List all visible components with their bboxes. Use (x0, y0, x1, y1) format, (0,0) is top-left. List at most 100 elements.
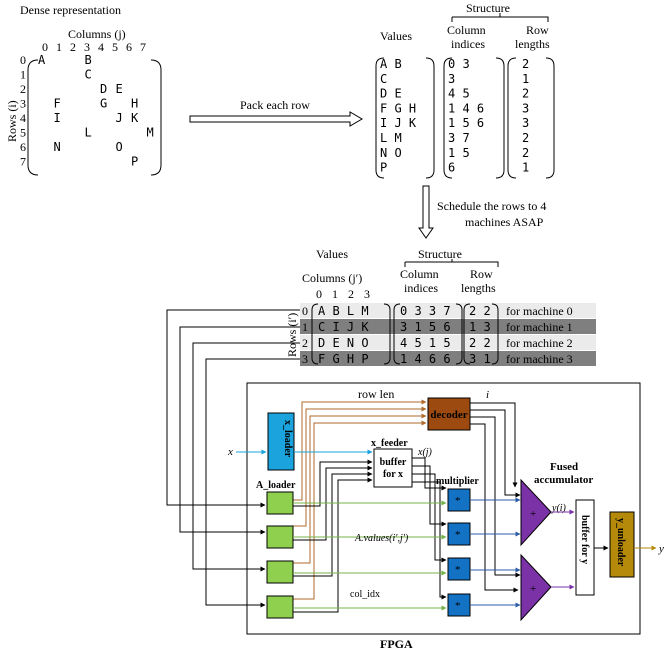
i-label: i (486, 389, 489, 401)
sched-row-index: 0 (302, 304, 308, 318)
packed-colidx-row: 1 5 (448, 146, 470, 160)
fpga-block: FPGA row len decoder i x_loader x x_feed… (227, 382, 664, 650)
dense-cell: P (131, 155, 138, 169)
dense-cell: C (85, 68, 92, 82)
sched-col-indices: 4 5 1 5 (400, 336, 451, 350)
decoder-block (427, 397, 471, 431)
a-loader-block (266, 595, 294, 619)
sched-row-band (300, 335, 596, 350)
dense-cell: I (54, 111, 61, 125)
dense-cell: K (131, 111, 139, 125)
sched-row-index: 1 (302, 320, 308, 334)
dense-cell: G (100, 97, 107, 111)
dense-row-index: 1 (20, 68, 26, 82)
packed-colidx-row: 0 3 (448, 57, 470, 71)
schedule-label-1: Schedule the rows to 4 (437, 199, 546, 213)
decoder-output-wires (470, 402, 521, 593)
packed-value-row: F G H (380, 101, 416, 115)
fused-label-1: Fused (550, 461, 578, 473)
pack-label: Pack each row (240, 98, 310, 112)
col-idx-wires (293, 459, 373, 613)
packed-value-row: D E (380, 87, 402, 101)
sched-row-band (300, 351, 596, 366)
sched-machine-label: for machine 2 (506, 336, 573, 350)
x-loader-block (267, 412, 295, 471)
y-unloader-block (609, 511, 635, 578)
sched-colidx-title-2: indices (404, 281, 438, 295)
schedule-label-2: machines ASAP (465, 215, 544, 229)
dense-cell: J (116, 111, 123, 125)
dense-col-index: 3 (84, 40, 90, 54)
x-buffer-block (373, 448, 413, 488)
accumulator-1 (520, 478, 552, 547)
a-values-label: A.values(i′,j′) (354, 533, 409, 544)
multiplier-symbol: * (455, 529, 461, 541)
yi-label: y(i) (551, 503, 567, 514)
sched-row-lengths: 2 2 (469, 336, 491, 350)
a-loader-block (266, 560, 294, 584)
packed-colidx-title-1: Column (447, 23, 486, 37)
packed-colidx-row: 3 7 (448, 131, 470, 145)
dense-right-bracket (150, 59, 162, 176)
packed-representation: Values Structure Column indices Row leng… (375, 1, 555, 179)
sched-row-band (300, 319, 596, 334)
y-unloader-label: y_unloader (615, 518, 626, 567)
sched-col-indices: 1 4 6 6 (400, 352, 451, 366)
x-loader-label: x_loader (282, 420, 293, 458)
packed-value-row: P (380, 161, 387, 175)
packed-colidx-row: 3 (448, 72, 455, 86)
values-wires (293, 500, 447, 611)
dense-col-index: 2 (70, 40, 76, 54)
dense-cell: O (116, 140, 123, 154)
packed-rowlen-row: 3 (522, 116, 529, 130)
sched-values: C I J K (318, 320, 369, 334)
accumulator-2 (520, 553, 552, 622)
dense-rows-label: Rows (i) (5, 100, 19, 142)
dense-col-index: 4 (98, 40, 104, 54)
sched-colidx-title-1: Column (400, 267, 439, 281)
multiplier-label: multiplier (436, 476, 479, 487)
sched-values: A B L M (318, 304, 369, 318)
fpga-border (246, 382, 641, 635)
packed-colidx-row: 4 5 (448, 87, 470, 101)
dense-cell: F (54, 97, 61, 111)
sched-machine-label: for machine 1 (506, 320, 573, 334)
sched-values: F G H P (318, 352, 369, 366)
sched-machine-label: for machine 3 (506, 352, 573, 366)
sched-row-band (300, 303, 596, 318)
row-len-wires (293, 399, 427, 600)
schedule-arrow: Schedule the rows to 4 machines ASAP (418, 185, 546, 239)
y-buffer-label: buffer for y (579, 515, 590, 564)
dense-title: Dense representation (20, 3, 121, 17)
y-output-label: y (658, 543, 664, 555)
col-idx-label: col_idx (350, 589, 380, 600)
dense-col-index: 5 (112, 40, 118, 54)
packed-value-row: N O (380, 146, 402, 160)
x-to-multiplier-wires (412, 457, 447, 600)
x-feeder-label: x_feeder (371, 438, 408, 449)
dense-cell: M (147, 126, 154, 140)
dense-col-index: 0 (42, 40, 48, 54)
sched-values: D E N O (318, 336, 369, 350)
fpga-label: FPGA (380, 637, 413, 650)
packed-rowlen-row: 2 (522, 131, 529, 145)
packed-rowlen-row: 2 (522, 146, 529, 160)
dense-row-index: 5 (20, 126, 26, 140)
packed-value-row: L M (380, 131, 402, 145)
dense-cell: E (116, 82, 123, 96)
dense-row-index: 4 (20, 111, 26, 125)
a-loaders (266, 491, 294, 619)
dense-col-index: 7 (140, 40, 146, 54)
sched-col-indices: 3 1 5 6 (400, 320, 451, 334)
acc-plus-1: + (530, 508, 536, 520)
sched-values-title: Values (316, 247, 348, 261)
product-wires (470, 497, 521, 608)
packed-colidx-title-2: indices (451, 37, 485, 51)
multiplier-symbol: * (455, 495, 461, 507)
sched-row-lengths: 3 1 (469, 352, 491, 366)
